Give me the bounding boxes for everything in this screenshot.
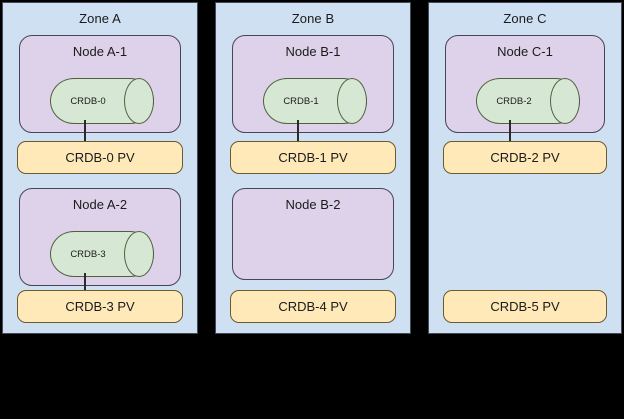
cylinder-cap-ellipse	[124, 231, 154, 277]
cylinder-cap-ellipse	[124, 78, 154, 124]
database-cylinder-crdb-3[interactable]: CRDB-3	[50, 231, 154, 277]
node-box-b-1[interactable]: Node B-1 CRDB-1	[232, 35, 394, 133]
database-label-crdb-1: CRDB-1	[283, 95, 319, 107]
database-label-crdb-2: CRDB-2	[496, 95, 532, 107]
node-label-a-2: Node A-2	[72, 197, 128, 212]
node-label-c-1: Node C-1	[497, 44, 553, 59]
cylinder-cap-ellipse	[337, 78, 367, 124]
pv-box-crdb-3[interactable]: CRDB-3 PV	[17, 290, 183, 323]
node-box-b-2[interactable]: Node B-2	[232, 188, 394, 280]
node-label-b-2: Node B-2	[285, 197, 341, 212]
connector-line-b-1	[297, 120, 299, 142]
pv-box-crdb-2[interactable]: CRDB-2 PV	[443, 141, 607, 174]
database-cylinder-crdb-1[interactable]: CRDB-1	[263, 78, 367, 124]
connector-line-a-2	[84, 273, 86, 291]
node-label-a-1: Node A-1	[72, 44, 128, 59]
pv-box-crdb-0[interactable]: CRDB-0 PV	[17, 141, 183, 174]
cylinder-cap-ellipse	[550, 78, 580, 124]
database-label-crdb-3: CRDB-3	[70, 248, 106, 260]
pv-box-crdb-1[interactable]: CRDB-1 PV	[230, 141, 396, 174]
node-box-a-1[interactable]: Node A-1 CRDB-0	[19, 35, 181, 133]
zone-title-a: Zone A	[79, 11, 121, 26]
node-box-c-1[interactable]: Node C-1 CRDB-2	[445, 35, 605, 133]
zone-container-b[interactable]: Zone B Node B-1 CRDB-1 CRDB-1 PV Node B-…	[215, 2, 411, 334]
pv-box-crdb-4[interactable]: CRDB-4 PV	[230, 290, 396, 323]
connector-line-a-1	[84, 120, 86, 142]
database-cylinder-crdb-0[interactable]: CRDB-0	[50, 78, 154, 124]
pv-box-crdb-5[interactable]: CRDB-5 PV	[443, 290, 607, 323]
zone-container-a[interactable]: Zone A Node A-1 CRDB-0 CRDB-0 PV Node A-…	[2, 2, 198, 334]
database-label-crdb-0: CRDB-0	[70, 95, 106, 107]
node-box-a-2[interactable]: Node A-2 CRDB-3	[19, 188, 181, 286]
connector-line-c-1	[509, 120, 511, 142]
database-cylinder-crdb-2[interactable]: CRDB-2	[476, 78, 580, 124]
zone-container-c[interactable]: Zone C Node C-1 CRDB-2 CRDB-2 PV CRDB-5 …	[428, 2, 622, 334]
zone-title-c: Zone C	[503, 11, 547, 26]
node-label-b-1: Node B-1	[285, 44, 341, 59]
zone-title-b: Zone B	[291, 11, 335, 26]
